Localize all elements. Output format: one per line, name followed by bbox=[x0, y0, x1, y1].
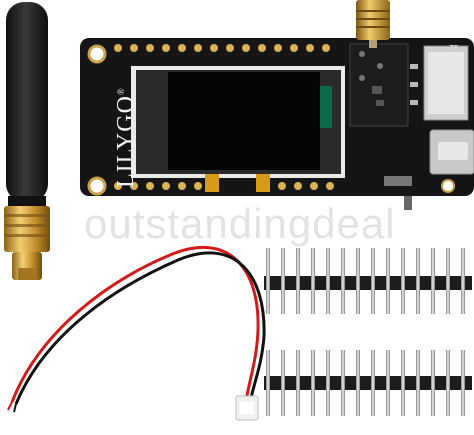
pin-header-top bbox=[264, 248, 472, 314]
oled-screen bbox=[168, 72, 320, 170]
silkscreen-tf: TF bbox=[450, 44, 459, 52]
antenna-body bbox=[6, 2, 48, 202]
cable-red-wire bbox=[10, 245, 260, 403]
cable-black-wire bbox=[14, 251, 266, 405]
switch bbox=[384, 176, 412, 186]
top-pads bbox=[114, 44, 330, 52]
antenna-sma-connector bbox=[4, 206, 50, 252]
radio-module bbox=[349, 43, 409, 127]
mount-hole bbox=[87, 176, 107, 196]
mount-hole bbox=[87, 44, 107, 64]
oled-ribbon bbox=[320, 86, 332, 128]
mount-hole bbox=[441, 179, 455, 193]
watermark-text: outstandingdeal bbox=[84, 200, 396, 247]
pin-header-bottom bbox=[264, 350, 472, 416]
bottom-pads bbox=[114, 182, 334, 190]
